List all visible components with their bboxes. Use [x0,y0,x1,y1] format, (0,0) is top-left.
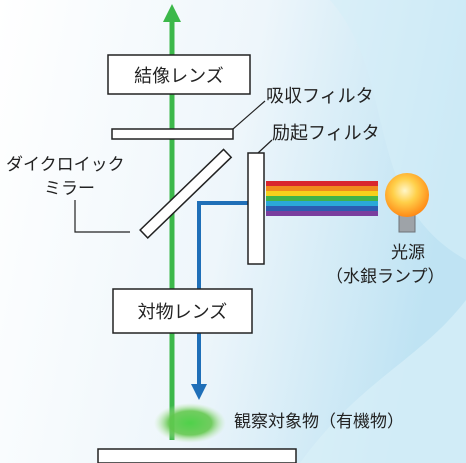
dichroic-mirror [139,148,233,239]
absorption-filter-leader [232,100,266,130]
specimen-slide [97,448,297,463]
specimen-label: 観察対象物（有機物） [234,412,404,432]
dichroic-mirror-label-line2: ミラー [44,179,95,199]
lamp-bulb [385,173,429,217]
background-swirl [300,300,466,463]
excitation-filter [247,152,265,265]
dichroic-mirror-leader [74,200,130,233]
imaging-lens-box [107,54,251,95]
excitation-filter-leader [257,139,273,154]
imaging-lens-label: 結像レンズ [134,65,224,87]
excitation-filter-label: 励起フィルタ [272,123,380,144]
green-arrow-head [163,4,181,22]
dichroic-mirror-label-line1: ダイクロイック [6,155,125,175]
absorption-filter-label: 吸収フィルタ [266,86,374,107]
light-source-label-line1: 光源 [391,243,425,263]
background-swirl [330,0,466,260]
specimen-glow [154,403,226,443]
objective-lens-box [112,288,253,334]
light-source-label-line2: （水銀ランプ） [326,267,445,287]
absorption-filter [111,128,234,140]
blue-arrow-head [191,384,207,400]
objective-lens-label: 対物レンズ [137,302,228,323]
spectrum-beam [266,181,378,216]
